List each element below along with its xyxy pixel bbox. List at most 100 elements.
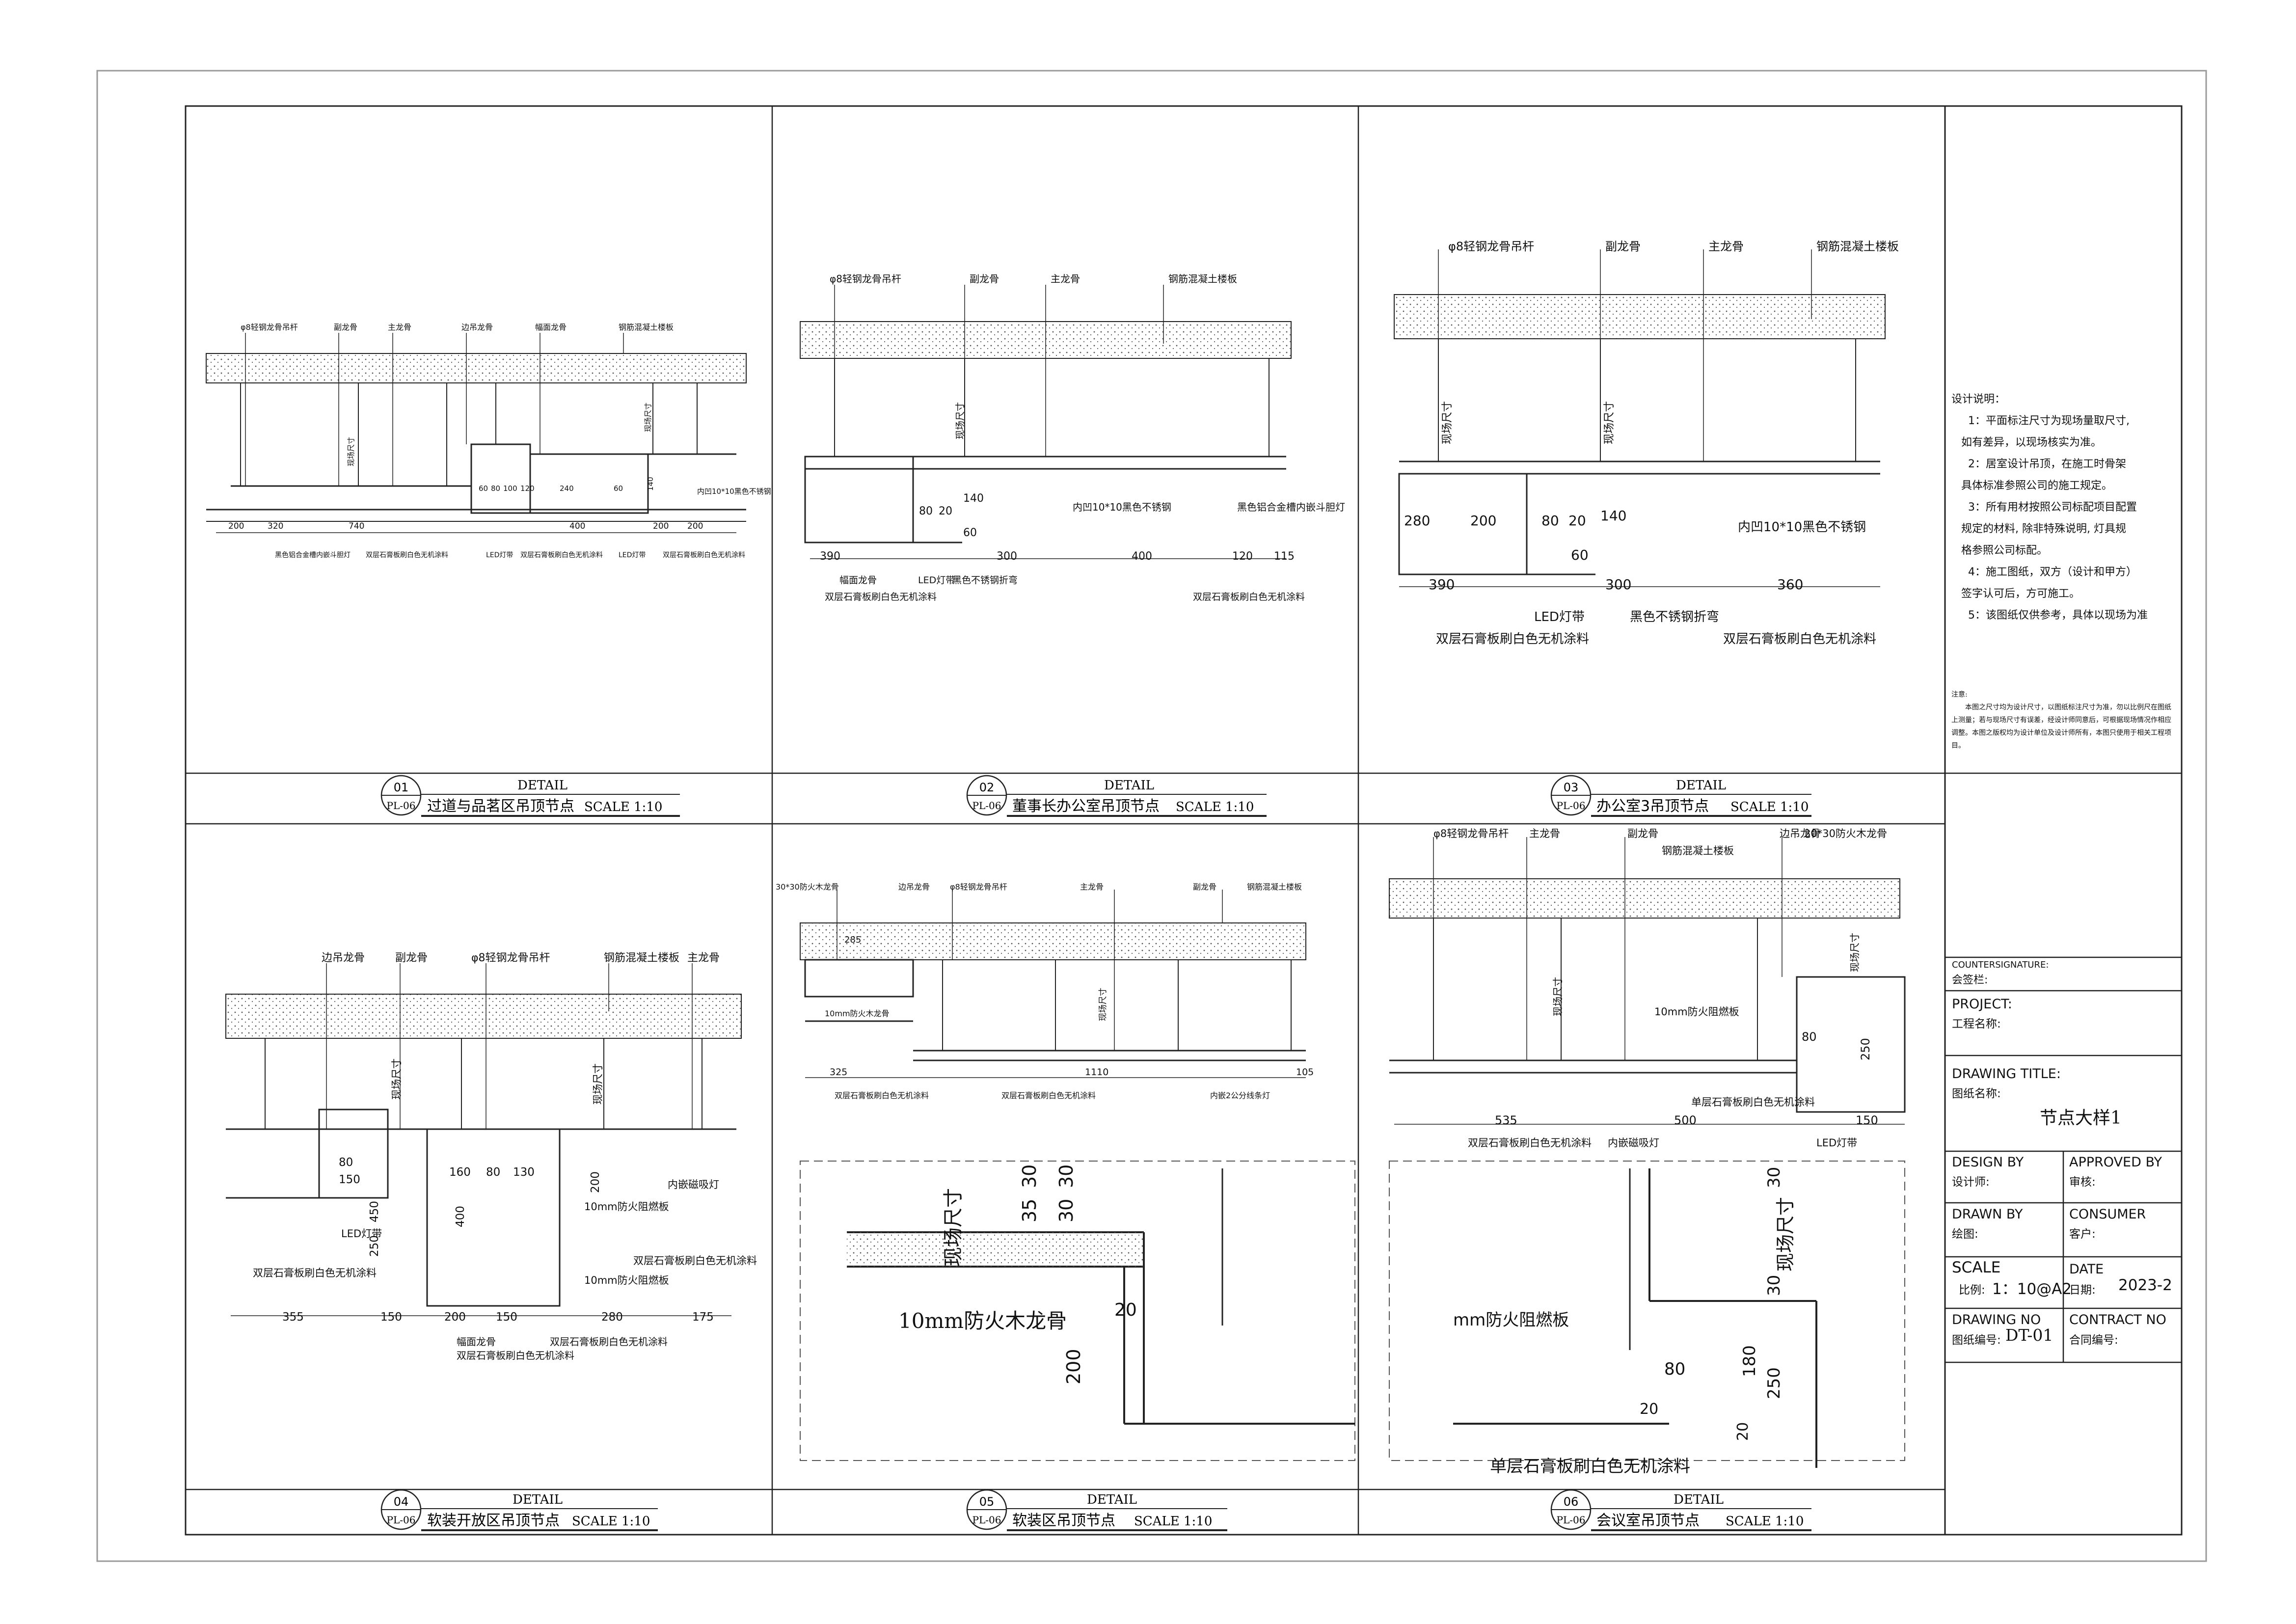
callout-label: 钢筋混凝土楼板 [619,323,674,332]
callout-label: 副龙骨 [1193,882,1216,892]
detail-label: DETAIL [1674,1492,1724,1507]
callout-label: 双层石膏板刷白色无机涂料 [366,551,448,559]
dimension-label-vertical: 现场尺寸 [1603,401,1616,444]
dimension-label: 250 [1764,1367,1784,1399]
dimension-label: 500 [1674,1113,1697,1127]
callout-label: 双层石膏板刷白色无机涂料 [1468,1137,1592,1149]
dimension-label: 200 [444,1311,466,1324]
detail-sheet-ref: PL-06 [1557,800,1586,812]
callout-label: 黑色铝合金槽内嵌斗胆灯 [1237,501,1345,513]
design-note-line: 5：该图纸仅供参考，具体以现场为准 [1968,609,2148,622]
detail-label: DETAIL [517,778,567,793]
dimension-label: 30 [1764,1275,1784,1296]
detail-label: DETAIL [513,1492,563,1507]
design-note-line: 规定的材料, 除非特殊说明, 灯具规 [1961,523,2126,535]
callout-label: 主龙骨 [1708,240,1744,253]
slab-hatch [206,353,747,383]
dimension-label: 200 [1470,513,1496,529]
dimension-label: 30 [1055,1199,1077,1222]
callout-label: 钢筋混凝土楼板 [604,952,679,964]
dimension-label: 80 [339,1156,353,1169]
callout-label: 副龙骨 [334,323,357,332]
detail-scale: SCALE 1:10 [1176,800,1254,814]
dimension-label: 200 [589,1171,602,1193]
detail-sheet-ref: PL-06 [387,1514,416,1526]
callout-label: 双层石膏板刷白色无机涂料 [550,1336,668,1348]
dimension-label: 250 [1859,1038,1872,1060]
detail-number: 01 [394,781,409,794]
dimension-label: 35 [1019,1199,1040,1222]
drawing-title-value: 节点大样1 [2040,1108,2122,1128]
callout-label: 10mm防火阻燃板 [584,1201,669,1213]
detail-scale: SCALE 1:10 [1730,800,1809,814]
callout-label: 钢筋混凝土楼板 [1662,845,1734,857]
callout-label: 黑色不锈钢折弯 [952,575,1018,586]
scale-cn: 比例: [1959,1284,1985,1297]
callout-label: 副龙骨 [1605,240,1641,253]
dimension-label: 105 [1296,1067,1314,1078]
dimension-label: 180 [1740,1345,1759,1377]
callout-label: 30*30防火木龙骨 [776,882,839,892]
dimension-label: 150 [1856,1113,1878,1127]
consumer-cn: 客户: [2069,1228,2096,1241]
callout-label: 双层石膏板刷白色无机涂料 [1193,591,1305,602]
callout-label: 双层石膏板刷白色无机涂料 [825,591,937,602]
date-cn: 日期: [2069,1284,2096,1297]
detail-scale: SCALE 1:10 [1726,1514,1804,1529]
dimension-label: 390 [1429,576,1455,593]
callout-label: 内凹10*10黑色不锈钢 [697,487,771,496]
countersignature-cn: 会签栏: [1952,974,1988,986]
dimension-label: 740 [349,521,364,531]
remark-text: 本图之尺寸均为设计尺寸，以图纸标注尺寸为准，勿以比例尺在图纸上测量；若与现场尺寸… [1951,704,2171,750]
dimension-label: 80 [1802,1030,1817,1044]
dimension-label: 30 [1764,1167,1784,1188]
drawing-no-label: DRAWING NO [1952,1312,2041,1327]
drawing-no-cn: 图纸编号: [1952,1334,2001,1347]
callout-label: φ8轻钢龙骨吊杆 [471,952,550,964]
callout-label: 单层石膏板刷白色无机涂料 [1490,1457,1690,1476]
callout-label: 内凹10*10黑色不锈钢 [1738,520,1866,535]
dimension-label: 325 [830,1067,847,1078]
sheet-outer-border [96,70,2207,1562]
dimension-label: 80 [1541,513,1559,529]
panel-06-drawing [1389,837,1906,1468]
callout-label: φ8轻钢龙骨吊杆 [830,273,901,285]
dimension-label-vertical: 现场尺寸 [347,437,355,466]
panel-05-title: 05 PL-06 DETAIL 软装区吊顶节点 SCALE 1:10 [966,1489,1227,1531]
soffit-box [1796,976,1906,1113]
dimension-label-vertical: 现场尺寸 [1098,988,1108,1021]
callout-label: 副龙骨 [395,952,428,964]
dimension-label-vertical: 250 [368,1235,381,1257]
enlarged-detail-frame [1389,1161,1905,1461]
step-box [426,1128,561,1307]
soffit-box [318,1109,389,1199]
callout-label: 双层石膏板刷白色无机涂料 [457,1350,574,1361]
dimension-label-vertical: 现场尺寸 [1775,1197,1796,1272]
dimension-label: 150 [380,1311,402,1324]
dimension-label: 20 [1114,1300,1137,1320]
design-note-line: 4：施工图纸，双方（设计和甲方） [1968,566,2137,578]
callout-label: 双层石膏板刷白色无机涂料 [835,1091,929,1100]
scale-label: SCALE [1952,1259,2001,1276]
dimension-label: 400 [454,1206,467,1227]
dimension-label: 60 [1571,547,1589,563]
dimension-label: 60 [614,484,623,493]
dimension-label: 320 [268,521,283,531]
remark-heading: 注意: [1951,691,1968,699]
callout-label: 双层石膏板刷白色无机涂料 [633,1255,757,1267]
dimension-label: 535 [1495,1113,1517,1127]
callout-label: 边吊龙骨 [898,882,930,892]
title-block-grid [1945,772,2182,1363]
dimension-label-vertical: 现场尺寸 [942,1188,965,1267]
dimension-label: 60 [963,527,977,539]
callout-label: 双层石膏板刷白色无机涂料 [253,1267,377,1279]
callout-label: φ8轻钢龙骨吊杆 [241,323,298,332]
callout-label: 主龙骨 [1529,828,1560,839]
slab-hatch [225,994,742,1039]
dimension-label: 300 [997,550,1017,563]
callout-label: 双层石膏板刷白色无机涂料 [663,551,745,559]
detail-title: 软装区吊顶节点 [1012,1512,1115,1529]
callout-label: 30*30防火木龙骨 [1804,828,1887,839]
dimension-label: 390 [820,550,840,563]
dimension-label: 20 [1734,1422,1752,1441]
